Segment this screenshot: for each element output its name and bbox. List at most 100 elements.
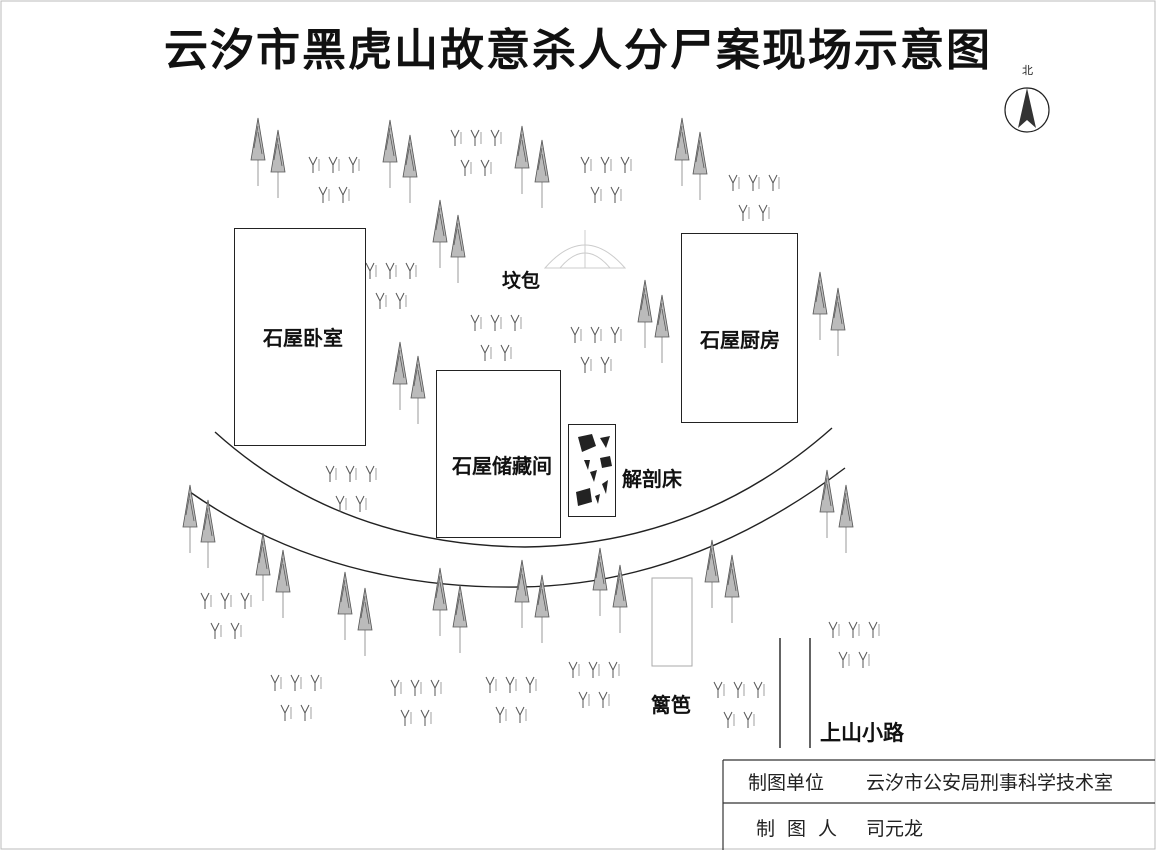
shrub-icon [580,356,592,373]
conifer-tree-icon [270,129,286,198]
shrub-icon [608,661,620,678]
conifer-tree-icon [674,117,690,186]
shrub-icon [728,174,740,191]
shrub-icon [338,186,350,203]
diagram-title: 云汐市黑虎山故意杀人分尸案现场示意图 [164,25,992,76]
stone-kitchen-building [681,233,798,423]
shrub-icon [480,344,492,361]
shrub-icon [365,465,377,482]
label-dissection-bed: 解剖床 [622,467,682,491]
conifer-tree-icon [534,139,550,208]
credit-row-author-value: 司元龙 [866,814,923,841]
shrub-icon [748,174,760,191]
shrub-icon [490,129,502,146]
label-mountain-path: 上山小路 [820,720,904,745]
conifer-tree-icon [182,484,198,553]
shrub-icon [723,711,735,728]
shrub-icon [590,186,602,203]
shrub-icon [355,495,367,512]
shrub-icon [848,621,860,638]
conifer-tree-icon [432,567,448,636]
shrub-icon [868,621,880,638]
trees-layer [182,117,880,728]
dissection-bed [568,424,616,517]
shrub-icon [230,622,242,639]
label-grave: 坟包 [502,270,541,292]
conifer-tree-icon [357,587,373,656]
credit-key-author: 制图人 [756,818,850,840]
shrub-icon [308,156,320,173]
shrub-icon [348,156,360,173]
conifer-tree-icon [812,271,828,340]
shrub-icon [210,622,222,639]
shrub-icon [335,495,347,512]
shrub-icon [450,129,462,146]
shrub-icon [600,156,612,173]
shrub-icon [753,681,765,698]
shrub-icon [738,204,750,221]
shrub-icon [758,204,770,221]
conifer-tree-icon [830,287,846,356]
north-arrow-icon [1004,87,1050,133]
shrub-icon [480,159,492,176]
grave-mound-icon [543,230,627,269]
shrub-icon [828,621,840,638]
credit-row-unit: 制图单位 [748,768,824,795]
conifer-tree-icon [514,125,530,194]
shrub-icon [460,159,472,176]
shrub-icon [600,356,612,373]
shrub-icon [405,262,417,279]
credit-key-unit: 制图单位 [748,772,825,794]
shrub-icon [590,326,602,343]
shrub-icon [570,326,582,343]
conifer-tree-icon [592,547,608,616]
shrub-icon [290,674,302,691]
shrub-icon [578,691,590,708]
conifer-tree-icon [392,341,408,410]
conifer-tree-icon [255,532,271,601]
shrub-icon [420,709,432,726]
north-label: 北 [1022,64,1033,77]
credit-value-unit: 云汐市公安局刑事科学技术室 [866,772,1114,794]
conifer-tree-icon [514,559,530,628]
shrub-icon [515,706,527,723]
credit-value-author: 司元龙 [866,818,924,840]
shrub-icon [733,681,745,698]
conifer-tree-icon [654,294,670,363]
shrub-icon [768,174,780,191]
shrub-icon [365,262,377,279]
shrub-icon [610,326,622,343]
conifer-tree-icon [452,584,468,653]
shrub-icon [390,679,402,696]
shrub-icon [743,711,755,728]
shrub-icon [858,651,870,668]
shrub-icon [505,676,517,693]
shrub-icon [200,592,212,609]
shrub-icon [713,681,725,698]
credits-table [722,759,1155,850]
conifer-tree-icon [450,214,466,283]
shrub-icon [525,676,537,693]
shrub-icon [470,129,482,146]
shrub-icon [568,661,580,678]
shrub-icon [580,156,592,173]
conifer-tree-icon [819,469,835,538]
shrub-icon [328,156,340,173]
credit-row-unit-value: 云汐市公安局刑事科学技术室 [866,768,1113,795]
shrub-icon [280,704,292,721]
label-storage: 石屋储藏间 [452,454,552,478]
shrub-icon [325,465,337,482]
conifer-tree-icon [402,134,418,203]
stone-storage-building [436,370,561,538]
credit-row-author: 制图人 [756,814,849,841]
shrub-icon [220,592,232,609]
shrub-icon [310,674,322,691]
conifer-tree-icon [612,564,628,633]
conifer-tree-icon [432,199,448,268]
shrub-icon [838,651,850,668]
label-bamboo-fence: 篱笆 [651,693,691,717]
shrub-icon [490,314,502,331]
shrub-icon [485,676,497,693]
